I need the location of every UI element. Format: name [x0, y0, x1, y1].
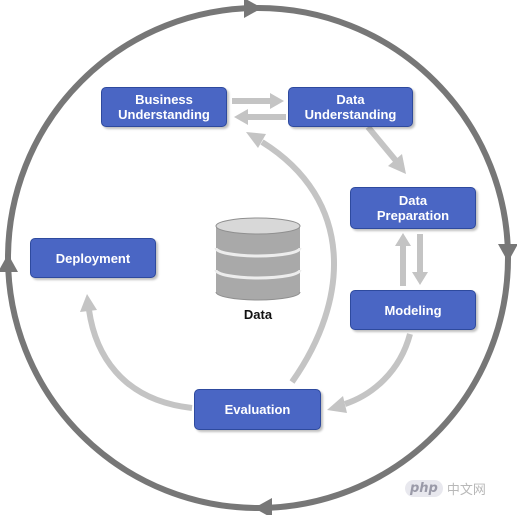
business-understanding-box[interactable]: Business Understanding [101, 87, 227, 127]
deployment-box[interactable]: Deployment [30, 238, 156, 278]
outer-arrowhead-left [0, 254, 18, 272]
dp-modeling-arrows [395, 233, 428, 286]
database-icon [214, 217, 302, 301]
outer-arrowhead-bottom [254, 498, 272, 515]
du-to-dp-arrow [365, 125, 406, 174]
outer-arrowhead-top [244, 0, 262, 18]
watermark-text: 中文网 [446, 482, 486, 498]
modeling-to-evaluation-arrow [327, 333, 413, 413]
modeling-box[interactable]: Modeling [350, 290, 476, 330]
data-label: Data [243, 307, 273, 322]
watermark: php 中文网 [405, 472, 486, 504]
evaluation-to-deployment-arrow [80, 294, 193, 411]
data-preparation-box[interactable]: Data Preparation [350, 187, 476, 229]
bu-du-arrows [232, 93, 286, 125]
evaluation-to-business-arrow [246, 132, 337, 384]
evaluation-box[interactable]: Evaluation [194, 389, 321, 430]
outer-arrowhead-right [498, 244, 517, 262]
data-understanding-box[interactable]: Data Understanding [288, 87, 413, 127]
watermark-logo: php [405, 479, 443, 497]
